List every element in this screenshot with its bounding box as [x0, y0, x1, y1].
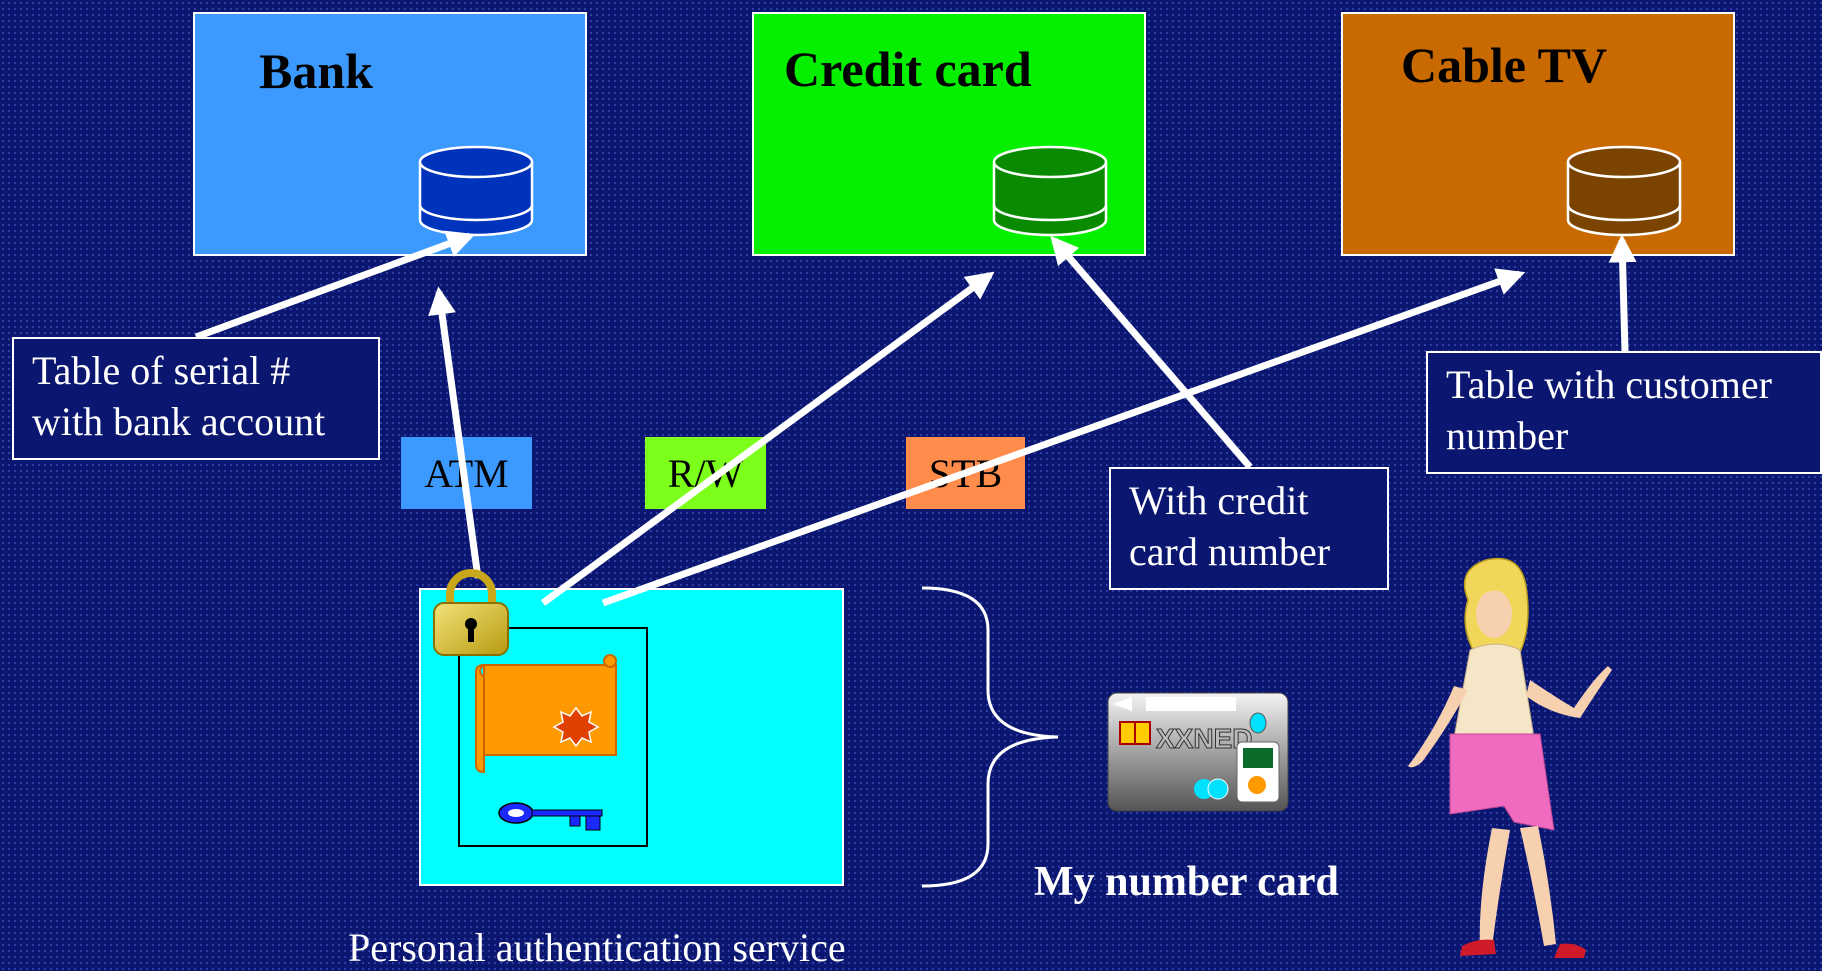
- certificate-icon: [475, 654, 617, 774]
- customer-table-note: Table with customer number: [1426, 351, 1822, 474]
- credit-card-title: Credit card: [784, 41, 1032, 97]
- customer-table-note-line-1: Table with customer: [1446, 362, 1772, 407]
- my-number-card-label: My number card: [1034, 859, 1339, 905]
- credit-number-note-line-2: card number: [1129, 529, 1331, 574]
- credit-card-database-icon: [992, 145, 1108, 237]
- credit-number-arrow: [1050, 235, 1253, 470]
- padlock-icon: [433, 569, 509, 656]
- customer-table-arrow: [1608, 234, 1637, 352]
- atm-terminal: ATM: [401, 437, 532, 509]
- bank-box: Bank: [193, 12, 587, 256]
- rw-to-credit-arrow: [540, 271, 995, 606]
- certificate-frame: [458, 627, 648, 847]
- woman-figure: [1408, 557, 1612, 958]
- bank-table-note-line-2: with bank account: [32, 399, 326, 444]
- customer-table-note-line-2: number: [1446, 413, 1569, 458]
- brace-icon: [921, 586, 1059, 888]
- credit-number-note-line-1: With credit: [1129, 478, 1309, 523]
- cable-tv-title: Cable TV: [1401, 37, 1608, 93]
- bank-table-arrow: [194, 230, 476, 341]
- bank-table-note: Table of serial # with bank account: [12, 337, 380, 460]
- key-icon: [498, 802, 603, 831]
- stb-to-cable-arrow: [601, 268, 1526, 607]
- ic-card-icon: XXNED: [1107, 692, 1289, 812]
- bank-title: Bank: [259, 43, 373, 99]
- credit-number-note: With credit card number: [1109, 467, 1389, 590]
- bank-table-note-line-1: Table of serial #: [32, 348, 291, 393]
- cable-tv-database-icon: [1566, 145, 1682, 237]
- auth-service-label: Personal authentication service: [348, 925, 846, 970]
- atm-to-bank-arrow: [428, 286, 482, 579]
- bank-database-icon: [418, 145, 534, 237]
